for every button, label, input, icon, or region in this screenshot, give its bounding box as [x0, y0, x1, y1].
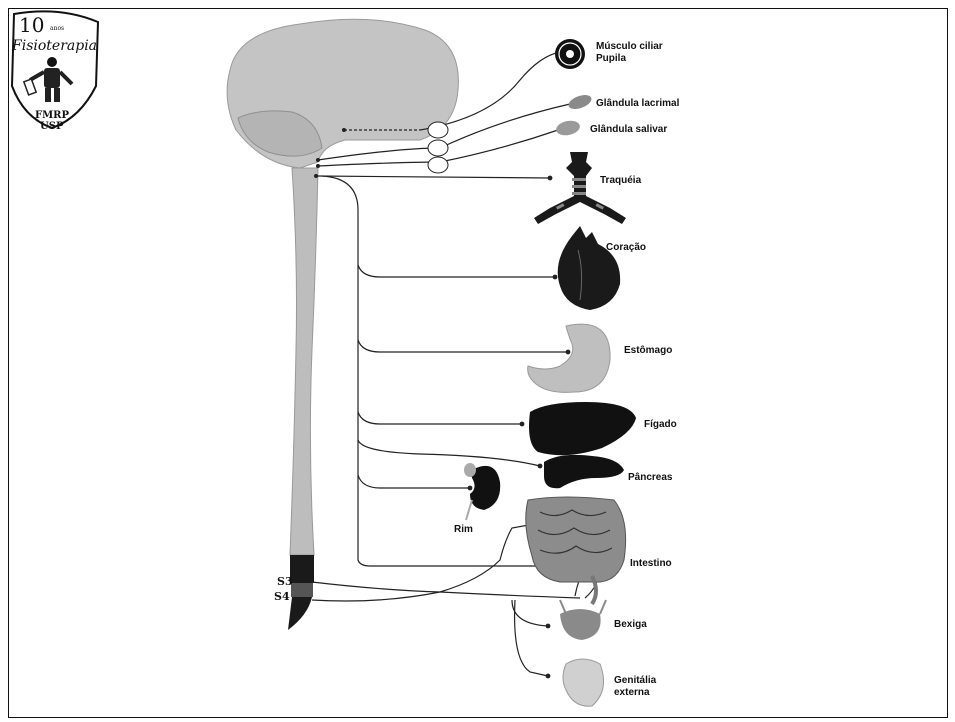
vagus-trunk — [322, 176, 542, 566]
label-pancreas: Pâncreas — [628, 472, 673, 483]
logo-line3: USP — [40, 121, 64, 132]
branch-stomach — [358, 340, 568, 352]
label-rim: Rim — [454, 524, 473, 535]
nerve-pathways — [312, 52, 598, 676]
sacral-segment-s3 — [291, 583, 313, 597]
bladder-icon — [560, 600, 606, 640]
organs — [464, 39, 636, 706]
label-glandula-salivar: Glândula salivar — [590, 124, 667, 135]
kidney-icon — [464, 463, 500, 520]
branch-heart — [358, 265, 555, 277]
branch-genitalia — [515, 600, 548, 676]
label-traqueia: Traquéia — [600, 175, 642, 186]
eye-icon — [555, 39, 585, 69]
ciliary-ganglion — [428, 122, 448, 138]
genitalia-icon — [563, 659, 604, 706]
trachea-icon — [534, 152, 626, 224]
logo-badge-number: 10 — [19, 13, 44, 37]
logo-badge-small: anos — [50, 25, 64, 32]
lacrimal-gland-icon — [567, 92, 594, 111]
pelvic-nerve-s4 — [312, 522, 545, 601]
segment-label-s4: S4 — [274, 590, 290, 603]
cranial-ganglia — [428, 122, 448, 173]
label-glandula-lacrimal: Glândula lacrimal — [596, 98, 680, 109]
label-musculo-ciliar: Músculo ciliar — [596, 41, 663, 52]
branch-liver — [358, 412, 522, 424]
label-estomago: Estômago — [624, 345, 672, 356]
branch-kidney — [358, 475, 470, 488]
spinal-cord — [290, 168, 318, 555]
logo-line2: FMRP — [35, 110, 69, 121]
central-nervous-system: S3 S4 — [227, 19, 458, 630]
label-coracao: Coração — [606, 242, 646, 253]
pancreas-icon — [544, 455, 624, 488]
liver-icon — [529, 402, 636, 455]
label-figado: Fígado — [644, 419, 677, 430]
intestine-icon — [526, 497, 626, 604]
label-intestino: Intestino — [630, 558, 672, 569]
sacral-segment-s4 — [288, 597, 312, 630]
label-genitalia-2: externa — [614, 687, 650, 698]
label-bexiga: Bexiga — [614, 619, 647, 630]
salivary-gland-icon — [555, 119, 581, 138]
label-pupila: Pupila — [596, 53, 626, 64]
segment-label-s3: S3 — [277, 575, 293, 588]
heart-icon — [558, 226, 620, 310]
branch-pancreas — [358, 440, 540, 466]
logo-line1: Fisioterapia — [11, 38, 97, 54]
institution-logo: 10 anos Fisioterapia FMRP USP — [11, 11, 98, 132]
branch-bladder — [512, 600, 548, 626]
stomach-icon — [528, 324, 610, 392]
pterygopalatine-ganglion — [428, 140, 448, 156]
nerve-to-trachea — [316, 176, 550, 178]
sacral-segment-s2 — [290, 555, 314, 583]
label-genitalia-1: Genitália — [614, 675, 657, 686]
submandibular-ganglion — [428, 157, 448, 173]
